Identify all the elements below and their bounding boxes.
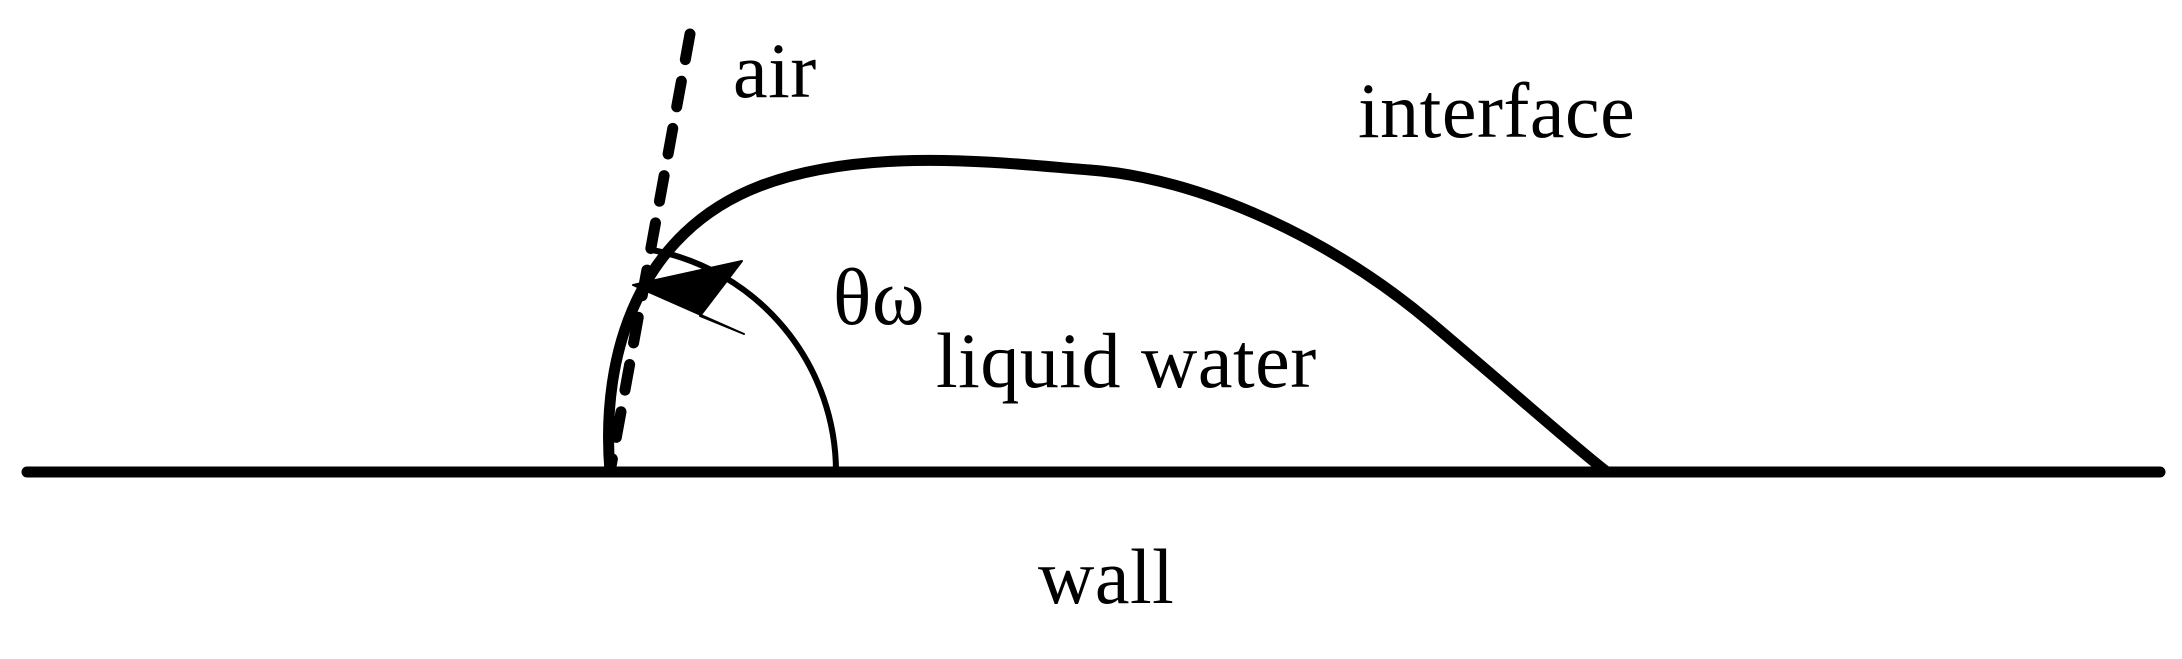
tangent-dashed-line xyxy=(604,28,696,478)
air-label: air xyxy=(733,27,817,114)
contact-angle-label: θω xyxy=(833,254,925,342)
interface-label: interface xyxy=(1358,67,1636,154)
liquid-water-label: liquid water xyxy=(936,317,1317,404)
droplet-interface-curve xyxy=(603,154,1613,478)
wall-label: wall xyxy=(1038,533,1175,620)
contact-angle-arc xyxy=(649,247,839,475)
tangent-arrow-head-icon xyxy=(632,260,745,335)
